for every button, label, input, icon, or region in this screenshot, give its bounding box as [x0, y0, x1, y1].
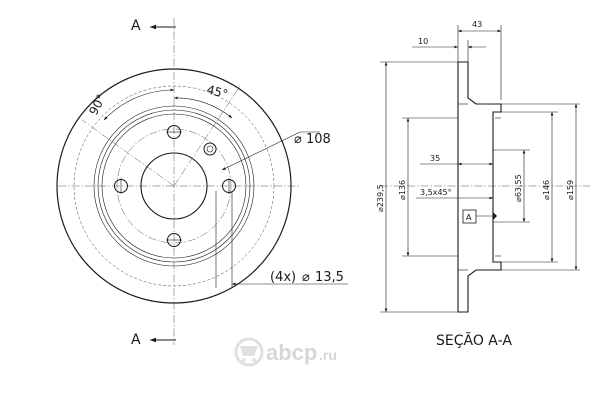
locating-hole-outer — [203, 142, 217, 156]
angle-reference-arc — [73, 85, 275, 287]
bolt-pitch-circle — [116, 128, 232, 244]
watermark: abcp .ru — [234, 337, 337, 367]
chamfer-label: 3,5x45° — [420, 188, 452, 197]
section-marker-bottom: A — [131, 332, 141, 348]
bolt-holes — [114, 125, 236, 247]
angle-90-reference-line — [81, 119, 175, 187]
watermark-logo-icon — [234, 337, 264, 367]
hole-diameter-label: 13,5 — [315, 270, 344, 285]
watermark-domain: .ru — [319, 347, 337, 363]
pcd-diameter-symbol: ⌀ — [294, 132, 302, 147]
section-title: SEÇÃO A-A — [436, 332, 512, 349]
dim-35-label: 35 — [430, 154, 440, 163]
disc-section-profile — [457, 61, 502, 313]
locating-hole-inner — [206, 145, 214, 153]
angle-90-label: 90° — [86, 92, 108, 117]
dim-10-label: 10 — [418, 37, 428, 46]
angle-45-arc — [173, 96, 233, 119]
dim-43-label: 43 — [472, 20, 482, 29]
datum-triangle — [493, 212, 497, 220]
dim-146-label: ⌀146 — [542, 180, 551, 200]
dim-159-label: ⌀159 — [566, 180, 575, 200]
angle-45-reference-line — [173, 85, 241, 187]
hole-diameter-symbol: ⌀ — [302, 270, 310, 285]
section-view: 43 10 ⌀239,5 ⌀136 ⌀63,55 ⌀146 — [376, 20, 590, 349]
dim-63-label: ⌀63,55 — [514, 174, 523, 202]
hole-count-label: (4x) — [270, 270, 296, 285]
datum-box — [462, 209, 477, 224]
pcd-leader — [221, 131, 301, 171]
section-marker-top: A — [131, 18, 141, 34]
center-bore — [140, 152, 208, 220]
dim-239-label: ⌀239,5 — [376, 184, 385, 212]
dim-136-label: ⌀136 — [398, 180, 407, 200]
angle-90-arc — [103, 88, 175, 121]
angle-45-label: 45° — [205, 82, 229, 101]
front-view: 45° 90° ⌀ 108 (4x) ⌀ 13,5 A A — [56, 18, 348, 348]
datum-label: A — [466, 213, 472, 222]
disc-outer-edge — [56, 68, 292, 304]
watermark-brand: abcp — [266, 340, 317, 365]
pcd-label: 108 — [306, 132, 331, 147]
